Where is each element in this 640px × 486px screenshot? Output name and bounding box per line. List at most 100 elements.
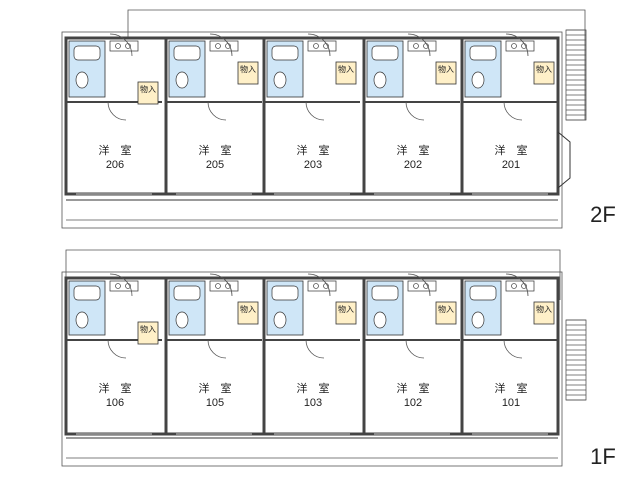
unit-206: 物入洋 室 206 (64, 33, 162, 195)
room-type-label: 洋 室 (199, 381, 232, 395)
room-number: 206 (106, 159, 124, 171)
room-type-label: 洋 室 (99, 381, 132, 395)
room-number: 101 (502, 397, 520, 409)
bathtub-icon (73, 285, 101, 301)
door-swing-icon (109, 33, 133, 57)
closet-label: 物入 (536, 304, 552, 314)
kitchen-counter (209, 40, 239, 52)
closet-label: 物入 (438, 64, 454, 74)
bathtub-icon (173, 45, 201, 61)
closet-label: 物入 (536, 64, 552, 74)
door-swing-icon (307, 273, 331, 297)
kitchen-counter (109, 280, 139, 292)
door-swing-icon (505, 33, 529, 57)
bathtub-icon (271, 285, 299, 301)
building-outline (61, 31, 563, 229)
room-number: 203 (304, 159, 322, 171)
unit-101: 物入洋 室 101 (460, 273, 558, 435)
closet (435, 301, 457, 325)
staircase (565, 29, 587, 121)
closet-label: 物入 (240, 64, 256, 74)
room-number: 105 (206, 397, 224, 409)
door-swing-icon (405, 339, 425, 359)
closet (137, 81, 159, 105)
room-type-label: 洋 室 (99, 143, 132, 157)
toilet-icon (373, 311, 387, 329)
bathtub-icon (173, 285, 201, 301)
stair-frame (565, 319, 587, 401)
room-number: 102 (404, 397, 422, 409)
closet-label: 物入 (438, 304, 454, 314)
closet (237, 301, 259, 325)
closet (533, 301, 555, 325)
stove-icon (413, 283, 419, 289)
floor-label: 2F (590, 202, 616, 227)
room-type-label: 洋 室 (199, 143, 232, 157)
door-swing-icon (209, 273, 233, 297)
room-type-label: 洋 室 (495, 381, 528, 395)
kitchen-counter (307, 280, 337, 292)
door-swing-icon (305, 339, 325, 359)
toilet-icon (273, 71, 287, 89)
unit-205: 物入洋 室 205 (164, 33, 262, 195)
kitchen-counter (505, 280, 535, 292)
stove-icon (511, 43, 517, 49)
door-swing-icon (407, 273, 431, 297)
bathtub-icon (271, 45, 299, 61)
roof-outline (65, 249, 561, 300)
stair-frame (565, 29, 587, 121)
building-outline (61, 271, 563, 467)
door-swing-icon (405, 101, 425, 121)
toilet-icon (75, 71, 89, 89)
room-number: 205 (206, 159, 224, 171)
door-swing-icon (107, 339, 127, 359)
closet (435, 61, 457, 85)
kitchen-counter (505, 40, 535, 52)
closet-label: 物入 (338, 304, 354, 314)
bay-window (557, 131, 571, 189)
kitchen-counter (209, 280, 239, 292)
stove-icon (313, 283, 319, 289)
bathtub-icon (73, 45, 101, 61)
closet (335, 61, 357, 85)
stove-icon (313, 43, 319, 49)
room-number: 106 (106, 397, 124, 409)
stove-icon (115, 283, 121, 289)
closet-label: 物入 (240, 304, 256, 314)
stove-icon (215, 43, 221, 49)
door-swing-icon (107, 101, 127, 121)
door-swing-icon (503, 101, 523, 121)
toilet-icon (273, 311, 287, 329)
stove-icon (511, 283, 517, 289)
toilet-icon (75, 311, 89, 329)
stove-icon (215, 283, 221, 289)
bathtub-icon (469, 45, 497, 61)
door-swing-icon (207, 339, 227, 359)
door-swing-icon (305, 101, 325, 121)
toilet-icon (175, 71, 189, 89)
door-swing-icon (503, 339, 523, 359)
bathtub-icon (469, 285, 497, 301)
kitchen-counter (307, 40, 337, 52)
closet-label: 物入 (140, 84, 156, 94)
door-swing-icon (407, 33, 431, 57)
toilet-icon (471, 71, 485, 89)
door-swing-icon (207, 101, 227, 121)
toilet-icon (471, 311, 485, 329)
closet (237, 61, 259, 85)
staircase (565, 319, 587, 401)
door-swing-icon (505, 273, 529, 297)
room-number: 202 (404, 159, 422, 171)
closet (533, 61, 555, 85)
room-number: 103 (304, 397, 322, 409)
stove-icon (413, 43, 419, 49)
